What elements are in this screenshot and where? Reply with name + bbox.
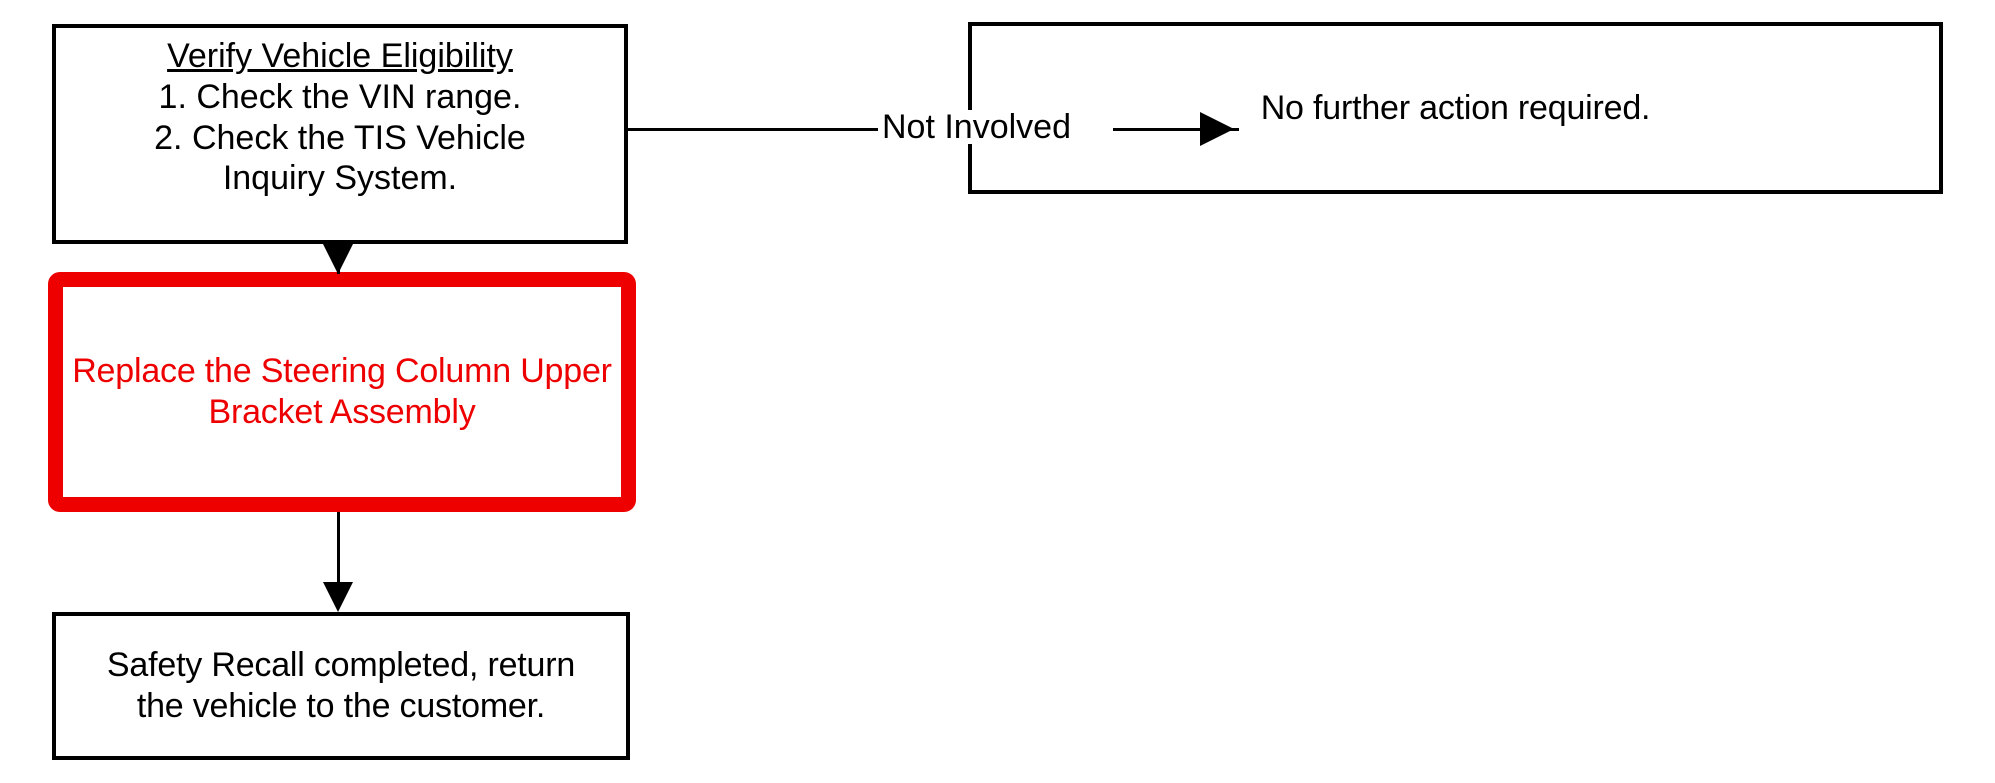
node-safety-recall-completed-label: Safety Recall completed, return the vehi… xyxy=(106,646,576,725)
connector-line-horizontal-left xyxy=(628,128,878,131)
node-replace-steering-column-upper-bracket-assembly: Replace the Steering Column Upper Bracke… xyxy=(48,272,636,512)
node-verify-vehicle-eligibility: Verify Vehicle Eligibility 1. Check the … xyxy=(52,24,628,244)
arrowhead-down-icon xyxy=(323,582,353,612)
connector-line-vertical xyxy=(337,512,340,584)
node-verify-title: Verify Vehicle Eligibility xyxy=(167,37,513,75)
connector-line-vertical xyxy=(337,244,340,274)
node-no-further-action-label: No further action required. xyxy=(1260,88,1651,127)
edge-label-not-involved: Not Involved xyxy=(878,110,1075,144)
node-no-further-action: No further action required. xyxy=(968,22,1943,194)
node-replace-label: Replace the Steering Column Upper Bracke… xyxy=(72,352,612,431)
arrowhead-down-icon xyxy=(323,244,353,274)
node-verify-steps: 1. Check the VIN range. 2. Check the TIS… xyxy=(154,77,526,198)
node-safety-recall-completed: Safety Recall completed, return the vehi… xyxy=(52,612,630,760)
